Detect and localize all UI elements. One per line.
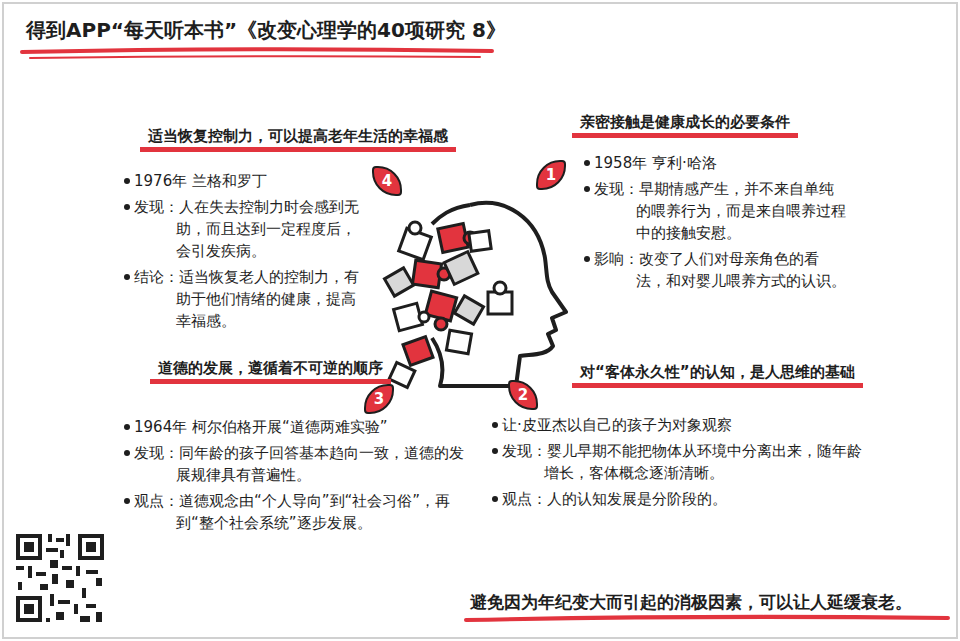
number-badge: 3 (364, 384, 394, 414)
heading-text: 适当恢复控制力，可以提高老年生活的幸福感 (148, 127, 448, 145)
bullet-text: 发现：人在失去控制力时会感到无助，而且达到一定程度后，会引发疾病。 (134, 196, 366, 262)
bullet-dot (584, 256, 590, 262)
number-badge: 2 (508, 380, 538, 410)
bullet-text: 1976年 兰格和罗丁 (134, 170, 366, 192)
caption: 避免因为年纪变大而引起的消极因素，可以让人延缓衰老。 (470, 590, 912, 614)
heading-band: 道德的发展，遵循着不可逆的顺序 (150, 356, 391, 386)
bullet-dot (492, 448, 498, 454)
bullet-text: 1964年 柯尔伯格开展“道德两难实验” (134, 416, 464, 438)
bullet-text: 观点：人的认知发展是分阶段的。 (502, 488, 874, 510)
bullet-dot (124, 204, 130, 210)
title-underline (22, 49, 492, 52)
bullet-text: 1958年 亨利·哈洛 (594, 152, 846, 174)
bullet-dot (492, 496, 498, 502)
heading-text: 道德的发展，遵循着不可逆的顺序 (158, 359, 383, 377)
bullet-text: 结论：适当恢复老人的控制力，有助于他们情绪的健康，提高幸福感。 (134, 266, 366, 332)
bullet-text: 让·皮亚杰以自己的孩子为对象观察 (502, 414, 874, 436)
bullet-dot (124, 424, 130, 430)
head-illustration (384, 203, 566, 387)
bullet-text: 影响：改变了人们对母亲角色的看法，和对婴儿喂养方式的认识。 (594, 248, 846, 292)
heading-band: 对“客体永久性”的认知，是人思维的基础 (572, 360, 863, 390)
number-badge: 1 (536, 160, 566, 190)
bullet-dot (124, 450, 130, 456)
bullet-dot (124, 498, 130, 504)
number-badge: 4 (372, 166, 402, 196)
bullet-dot (492, 422, 498, 428)
bullet-text: 发现：同年龄的孩子回答基本趋向一致，道德的发展规律具有普遍性。 (134, 442, 464, 486)
heading-text: 亲密接触是健康成长的必要条件 (580, 113, 790, 131)
callout-number: 3 (374, 390, 384, 408)
frame (3, 3, 957, 638)
caption-underline (466, 617, 948, 620)
bullet-text: 观点：道德观念由“个人导向”到“社会习俗”，再到“整个社会系统”逐步发展。 (134, 490, 464, 534)
bullet-text: 发现：婴儿早期不能把物体从环境中分离出来，随年龄增长，客体概念逐渐清晰。 (502, 440, 874, 484)
bullet-dot (124, 274, 130, 280)
callout-number: 2 (518, 386, 528, 404)
bullet-dot (584, 160, 590, 166)
qr-code (14, 532, 106, 624)
callout-number: 1 (546, 166, 556, 184)
callout-number: 4 (382, 172, 392, 190)
heading-band: 适当恢复控制力，可以提高老年生活的幸福感 (140, 124, 456, 154)
title-underline (30, 56, 480, 58)
bullet-dot (584, 186, 590, 192)
heading-text: 对“客体永久性”的认知，是人思维的基础 (580, 363, 855, 381)
bullet-dot (124, 178, 130, 184)
title: 得到APP“每天听本书”《改变心理学的40项研究 8》 (26, 16, 506, 44)
bullet-text: 发现：早期情感产生，并不来自单纯的喂养行为，而是来自喂养过程中的接触安慰。 (594, 178, 846, 244)
heading-band: 亲密接触是健康成长的必要条件 (572, 110, 798, 140)
